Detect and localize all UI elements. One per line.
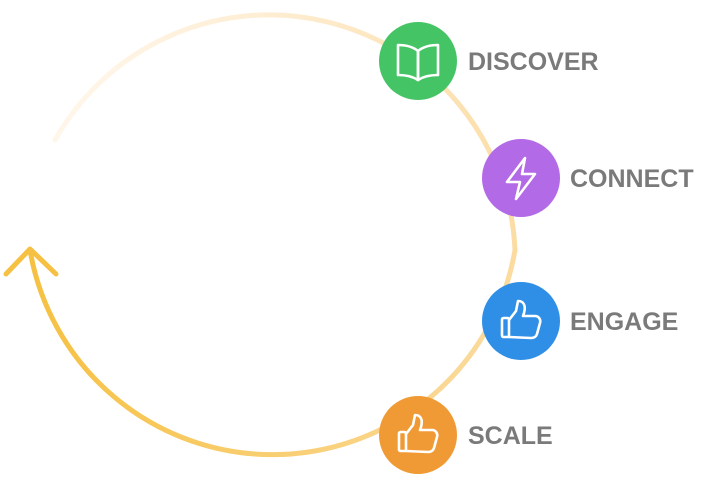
step-scale-badge	[379, 396, 457, 474]
lightning-bolt-icon	[505, 156, 537, 201]
thumbs-up-icon	[500, 299, 542, 340]
step-engage-badge	[482, 282, 560, 360]
step-engage-label: ENGAGE	[570, 308, 678, 336]
book-open-icon	[396, 43, 440, 82]
cycle-arc-lower	[27, 247, 518, 458]
step-connect-badge	[482, 139, 560, 217]
step-scale: SCALE	[379, 396, 553, 474]
step-discover-label: DISCOVER	[468, 48, 599, 76]
step-engage: ENGAGE	[482, 282, 678, 360]
step-scale-label: SCALE	[468, 422, 553, 450]
step-connect-label: CONNECT	[570, 165, 694, 193]
step-connect: CONNECT	[482, 139, 694, 217]
thumbs-up-icon	[397, 413, 439, 454]
cycle-arrowhead-icon	[3, 246, 59, 277]
step-discover: DISCOVER	[379, 22, 599, 100]
